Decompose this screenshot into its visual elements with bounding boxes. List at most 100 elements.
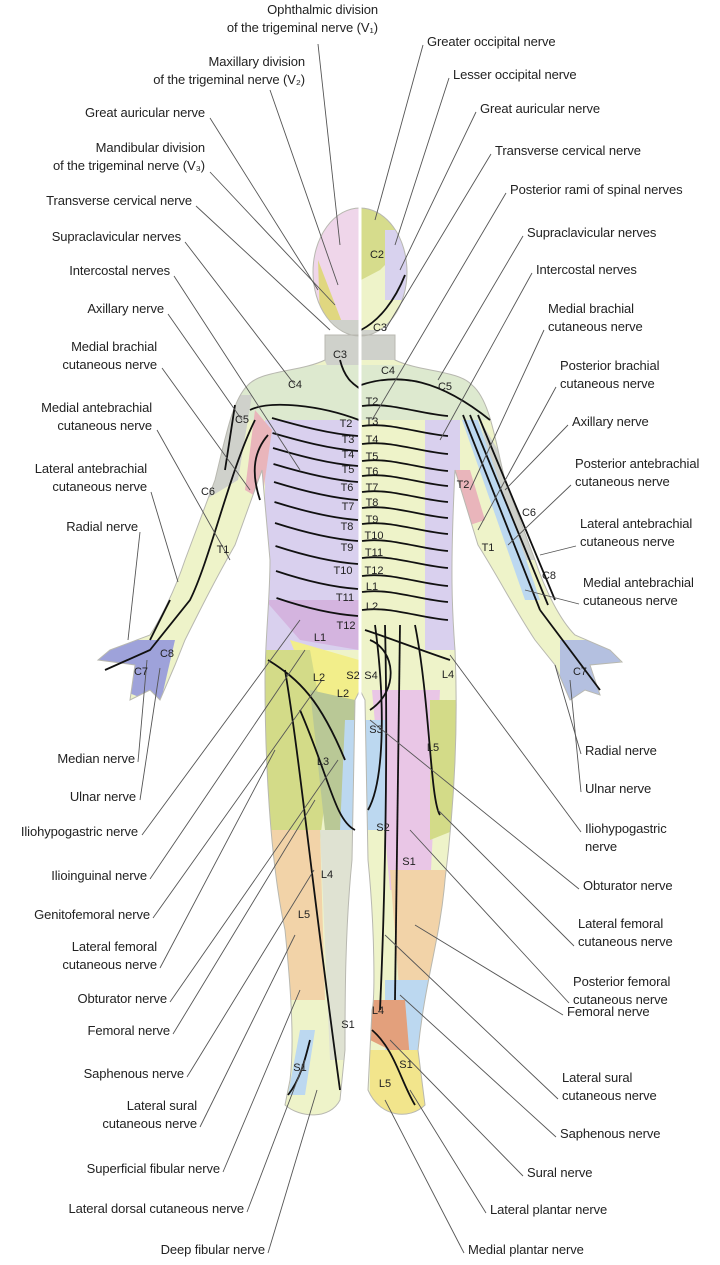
leader-line [127,531,141,641]
dermatome-boundary-line [267,659,346,761]
label-line: Medial plantar nerve [468,1242,584,1257]
dermatome-boundary-line [272,432,359,452]
dermatome-label-c5: C5 [437,381,453,393]
dermatome-label-l2: L2 [312,672,326,684]
left-label-saphenous-nerve: Saphenous nerve [83,1065,185,1083]
right-label-sural-nerve: Sural nerve [527,1164,592,1182]
label-line: Supraclavicular nerves [51,229,181,244]
dermatome-boundary-line [361,522,449,535]
label-line: Medial antebrachial [41,400,152,415]
dermatome-label-t8: T8 [365,497,379,509]
dermatome-boundary-line [339,359,360,389]
dermatome-label-t9: T9 [340,542,354,554]
dermatome-label-t2: T2 [456,479,470,491]
label-line: Lateral dorsal cutaneous nerve [68,1201,244,1216]
dermatome-boundary-line [364,629,451,661]
label-line: cutaneous nerve [583,593,678,608]
leader-line [222,989,301,1173]
dermatome-label-t5: T5 [365,451,379,463]
left-label-superficial-fibular-nerve: Superficial fibular nerve [87,1160,220,1178]
back-thigh-olive-region [430,700,460,840]
leader-line [439,272,533,441]
dermatome-boundary-line [149,599,171,641]
label-line: Median nerve [57,751,135,766]
label-line: Iliohypogastric [585,821,667,836]
dermatome-boundary-line [360,378,491,421]
dermatome-label-t2: T2 [365,396,379,408]
leader-line [139,667,161,801]
dermatome-boundary-line [361,442,449,455]
dermatome-label-t10: T10 [333,565,353,577]
left-hand-region [98,640,175,705]
left-label-obturator-nerve: Obturator nerve [77,990,167,1008]
leader-line [167,313,243,421]
dermatome-label-c3: C3 [372,322,388,334]
label-line: Femoral nerve [567,1004,650,1019]
dermatome-label-l4: L4 [441,669,455,681]
label-line: cutaneous nerve [562,1088,657,1103]
dermatome-boundary-line [361,459,449,472]
label-line: cutaneous nerve [580,534,675,549]
leader-line [394,77,450,246]
label-line: Saphenous nerve [83,1066,185,1081]
right-label-axillary-nerve: Axillary nerve [572,413,649,431]
label-line: Radial nerve [66,519,138,534]
left-label-iliohypogastric-nerve: Iliohypogastric nerve [21,823,138,841]
label-line: cutaneous nerve [62,357,157,372]
dermatome-boundary-line [271,417,359,437]
dermatome-label-t12: T12 [364,565,384,577]
label-line: Deep fibular nerve [160,1242,266,1257]
right-label-saphenous-nerve: Saphenous nerve [560,1125,661,1143]
leader-line [149,649,306,880]
dermatome-label-t7: T7 [365,482,379,494]
dermatome-label-c8: C8 [541,570,557,582]
dermatome-label-t11: T11 [335,592,355,604]
leader-line [384,1099,465,1254]
right-label-posterior-rami-of-spinal-nerves: Posterior rami of spinal nerves [510,181,683,199]
right-label-lateral-antebrachial-cutaneous-nerve: Lateral antebrachial cutaneous nerve [580,515,692,551]
dermatome-label-s1: S1 [293,1062,307,1074]
label-line: Transverse cervical nerve [495,143,641,158]
label-line: of the trigeminal nerve (V₁) [226,20,378,35]
dermatome-label-c2: C2 [369,249,385,261]
dermatome-boundary-line [284,669,341,1091]
dermatome-boundary-line [371,1029,416,1106]
label-line: Lateral antebrachial [580,516,693,531]
left-label-median-nerve: Median nerve [57,750,135,768]
dermatome-label-s3: S3 [369,724,383,736]
leader-line [141,619,301,836]
dermatome-label-c8: C8 [159,648,175,660]
label-line: cutaneous nerve [575,474,670,489]
dermatome-boundary-line [462,414,541,611]
leader-line [414,924,564,1016]
right-label-obturator-nerve: Obturator nerve [583,877,673,895]
dermatome-label-c7: C7 [572,666,588,678]
left-label-radial-nerve: Radial nerve [66,518,138,536]
label-line: Obturator nerve [77,991,167,1006]
dermatome-label-s2: S2 [346,670,360,682]
dermatome-label-t6: T6 [340,482,354,494]
leader-line [173,275,301,471]
dermatome-boundary-line [361,590,449,603]
dermatome-boundary-line [272,447,359,467]
leader-line [199,934,296,1128]
dermatome-boundary-line [469,414,549,606]
left-label-supraclavicular-nerves: Supraclavicular nerves [52,228,181,246]
label-line: Iliohypogastric nerve [20,824,138,839]
label-line: cutaneous nerve [52,479,147,494]
leader-line [469,329,545,491]
left-label-lateral-dorsal-cutaneous-nerve: Lateral dorsal cutaneous nerve [68,1200,244,1218]
leader-line [374,44,424,221]
left-label-deep-fibular-nerve: Deep fibular nerve [160,1241,266,1259]
label-line: cutaneous nerve [573,992,668,1007]
dermatome-label-c3: C3 [332,349,348,361]
label-line: Medial brachial [548,301,634,316]
dermatome-label-c5: C5 [234,414,250,426]
